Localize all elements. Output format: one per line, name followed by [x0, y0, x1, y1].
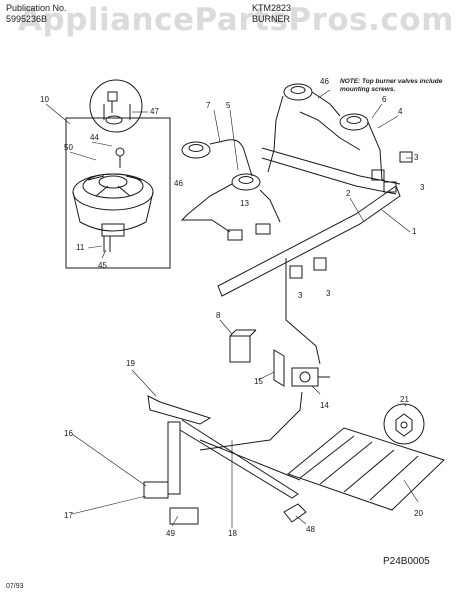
surface-burner-rear-right [283, 83, 313, 101]
inset-detail-box [65, 104, 171, 269]
callout-3-right: 3 [420, 183, 425, 192]
bracket [273, 349, 285, 387]
callout-13: 13 [240, 199, 249, 208]
burner-heat-shield [286, 427, 445, 511]
callout-19: 19 [126, 359, 135, 368]
callout-15: 15 [254, 377, 263, 386]
callout-3-right-top: 3 [414, 153, 419, 162]
callout-14: 14 [320, 401, 329, 410]
magnifier-circle [89, 79, 143, 133]
callout-6: 6 [382, 95, 387, 104]
callout-numbers: 10 47 44 50 11 45 7 5 46 46 6 4 3 3 2 1 … [40, 77, 425, 538]
callout-48: 48 [306, 525, 315, 534]
surface-burner-rear-left [181, 141, 211, 159]
surface-burner-front-left [231, 173, 261, 191]
callout-46-left: 46 [174, 179, 183, 188]
callout-18: 18 [228, 529, 237, 538]
burner-valves [227, 151, 413, 279]
callout-5: 5 [226, 101, 231, 110]
callout-8: 8 [216, 311, 221, 320]
orifice-detail-circle [383, 403, 425, 445]
callout-50: 50 [64, 143, 73, 152]
oven-valve [199, 367, 330, 451]
callout-3-center: 3 [326, 289, 331, 298]
footer-date: 07/93 [6, 583, 24, 590]
mounting-screws-note: NOTE: Top burner valves include mounting… [340, 78, 443, 93]
callout-7: 7 [206, 101, 211, 110]
diagram-code: P24B0005 [383, 556, 430, 567]
model-number: KTM2823 [252, 3, 292, 13]
callout-46-right: 46 [320, 77, 329, 86]
surface-burner-front-right [339, 113, 369, 131]
oven-burner-tube [143, 395, 301, 525]
callout-16: 16 [64, 429, 73, 438]
callout-4: 4 [398, 107, 403, 116]
callout-44: 44 [90, 133, 99, 142]
callout-2: 2 [346, 189, 351, 198]
callout-21: 21 [400, 395, 409, 404]
leader-lines [45, 89, 419, 528]
callout-20: 20 [414, 509, 423, 518]
spark-module [229, 329, 257, 363]
callout-47: 47 [150, 107, 159, 116]
callout-3-left: 3 [298, 291, 303, 300]
publication-number: 5995236B [6, 14, 48, 24]
callout-10: 10 [40, 95, 49, 104]
section-title: BURNER [252, 14, 291, 24]
callout-17: 17 [64, 511, 73, 520]
callout-11: 11 [76, 243, 85, 252]
callout-49: 49 [166, 529, 175, 538]
callout-45: 45 [98, 261, 107, 270]
clip [283, 503, 307, 523]
manifold-pipe [217, 147, 401, 297]
burner-base-assembly [72, 147, 154, 252]
publication-label: Publication No. [6, 3, 67, 13]
callout-1: 1 [412, 227, 417, 236]
